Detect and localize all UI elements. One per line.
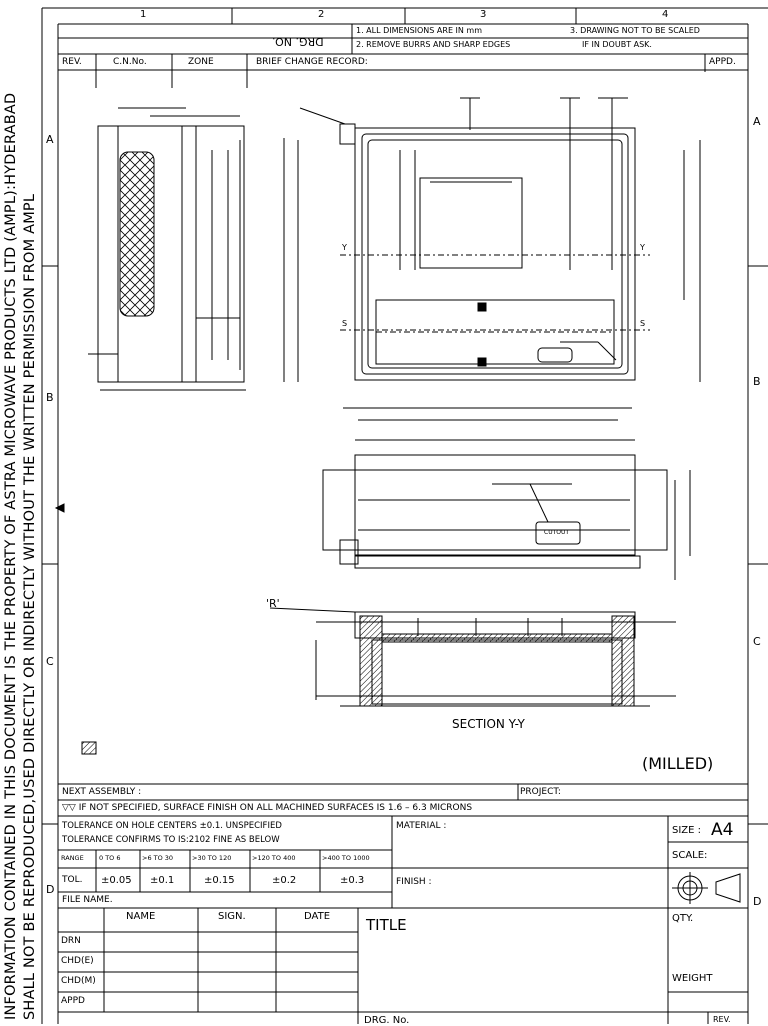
r-detail-label: 'R' [266, 597, 280, 610]
plan-view [283, 97, 701, 421]
tol-label: TOL. [62, 875, 83, 885]
sign-row-chd-e: CHD(E) [61, 956, 94, 966]
change-record-header: BRIEF CHANGE RECORD: [256, 57, 368, 67]
sheet-border [41, 7, 768, 1024]
zone-row-a-left: A [46, 133, 54, 146]
cn-no-header: C.N.No. [113, 57, 147, 67]
note-doubt: IF IN DOUBT ASK. [582, 40, 652, 49]
zone-row-b-left: B [46, 391, 54, 404]
range-label: RANGE [61, 854, 84, 862]
zone-col-1: 1 [140, 9, 147, 20]
appd-header: APPD. [709, 57, 736, 67]
section-marker-s-left: S [342, 319, 348, 328]
section-marker-s-right: S [640, 319, 646, 328]
next-assembly-label: NEXT ASSEMBLY : [62, 787, 142, 797]
title-block-lines [58, 783, 748, 1024]
tol-4: ±0.3 [340, 875, 365, 886]
centering-arrow-icon [54, 503, 65, 513]
zone-header: ZONE [188, 57, 214, 67]
zone-col-3: 3 [480, 9, 487, 20]
tol-2: ±0.15 [204, 875, 235, 886]
sign-header-date: DATE [304, 911, 331, 922]
file-name-label: FILE NAME. [62, 895, 113, 905]
tolerance-note-1: TOLERANCE ON HOLE CENTERS ±0.1. UNSPECIF… [62, 821, 282, 831]
note-not-scaled: 3. DRAWING NOT TO BE SCALED [570, 26, 700, 35]
revision-header-lines [58, 24, 748, 88]
elevation-view [322, 439, 691, 580]
size-value: A4 [711, 820, 734, 840]
section-marker-y-left: Y [342, 243, 347, 252]
tolerance-note-2: TOLERANCE CONFIRMS TO IS:2102 FINE AS BE… [62, 835, 280, 845]
rev-header: REV. [62, 57, 82, 67]
scale-label: SCALE: [672, 850, 708, 861]
section-label: SECTION Y-Y [452, 717, 525, 731]
zone-col-2: 2 [318, 9, 325, 20]
range-0: 0 TO 6 [99, 854, 121, 862]
size-label: SIZE : [672, 825, 702, 836]
surface-finish-note: ▽▽ IF NOT SPECIFIED, SURFACE FINISH ON A… [62, 803, 473, 813]
rev-label: REV. [713, 1015, 731, 1024]
material-label: MATERIAL : [396, 821, 447, 831]
sign-header-name: NAME [126, 911, 156, 922]
finish-label: FINISH : [396, 877, 432, 887]
tol-3: ±0.2 [272, 875, 297, 886]
zone-row-b-right: B [753, 375, 761, 388]
hatch-legend-icon [81, 741, 97, 755]
zone-row-c-left: C [46, 655, 54, 668]
note-dimensions: 1. ALL DIMENSIONS ARE IN mm [356, 26, 483, 35]
zone-row-a-right: A [753, 115, 761, 128]
zone-row-d-left: D [46, 883, 55, 896]
drg-no-label: DRG. No. [364, 1015, 410, 1026]
zone-col-4: 4 [662, 9, 669, 20]
sign-row-appd: APPD [61, 996, 85, 1006]
range-2: >30 TO 120 [192, 854, 232, 862]
title-label: TITLE [366, 916, 407, 934]
section-view [269, 607, 676, 707]
range-1: >6 TO 30 [142, 854, 174, 862]
sign-row-chd-m: CHD(M) [61, 976, 96, 986]
cutout-label: CUTOUT [544, 529, 570, 536]
zone-row-c-right: C [753, 635, 761, 648]
milled-label: (MILLED) [642, 754, 714, 773]
projection-symbol-icon [672, 872, 741, 904]
range-4: >400 TO 1000 [322, 854, 370, 862]
project-label: PROJECT: [520, 787, 561, 797]
tol-0: ±0.05 [101, 875, 132, 886]
tol-1: ±0.1 [150, 875, 175, 886]
zone-row-d-right: D [753, 895, 762, 908]
weight-label: WEIGHT [672, 973, 713, 984]
sign-row-drn: DRN [61, 936, 81, 946]
drg-no-inverted: DRG. NO. [272, 35, 324, 48]
side-view [88, 107, 246, 391]
section-marker-y-right: Y [640, 243, 645, 252]
sign-header-sign: SIGN. [218, 911, 246, 922]
qty-label: QTY. [672, 913, 694, 924]
note-burrs: 2. REMOVE BURRS AND SHARP EDGES [356, 40, 511, 49]
range-3: >120 TO 400 [252, 854, 296, 862]
